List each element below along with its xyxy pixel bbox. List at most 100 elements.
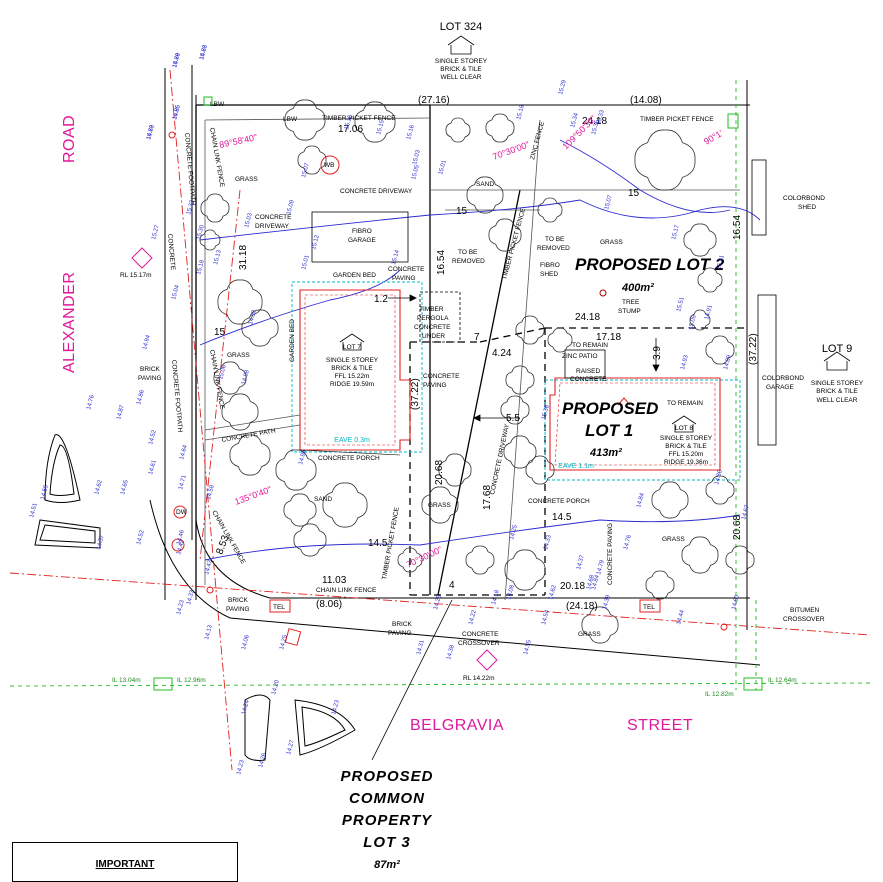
tree-canopy [537, 197, 563, 223]
label-sand: SAND [476, 181, 494, 188]
spot-level: 14.26 [258, 752, 268, 769]
dim-divider-17: 17.18 [596, 332, 621, 343]
dim-7: 7 [474, 332, 480, 343]
lot7-eave: EAVE 0.3m [334, 437, 370, 444]
tree-canopy [705, 475, 735, 505]
label-timber-pergola3: CONCRETE [414, 324, 451, 331]
lot8-l2: BRICK & TILE [665, 443, 707, 450]
tree-canopy [725, 545, 755, 575]
bearing-1: 89°58'40" [218, 132, 258, 150]
tree-canopy [697, 267, 723, 293]
dim-top-left: 17.06 [338, 124, 363, 135]
spot-level: 15.03 [412, 149, 422, 166]
dim-1-2: 1.2 [374, 294, 388, 305]
spot-level: 14.20 [271, 679, 281, 696]
tree-canopy [421, 486, 459, 524]
contour-15-b: 15 [628, 188, 640, 199]
dim-top-right: 24.18 [582, 116, 607, 127]
tree-canopy [438, 453, 472, 487]
label-sand2: SAND [314, 496, 332, 503]
important-note-box: IMPORTANT [12, 842, 238, 882]
spot-level: 15.16 [344, 114, 354, 131]
label-to-be-removed3: TO BE [545, 236, 565, 243]
label-to-be-removed1: TO BE [458, 249, 478, 256]
lot2-area: 400m² [621, 282, 654, 294]
lot7-l4: RIDGE 19.59m [330, 381, 374, 388]
spot-level: 15.29 [558, 79, 568, 96]
tree-canopy [705, 335, 735, 365]
spot-level: 14.86 [136, 389, 146, 406]
spot-level: 15.01 [301, 254, 311, 271]
tree-canopy [241, 309, 279, 347]
spot-level: 14.23 [176, 599, 186, 616]
dim-far-right: 16.54 [732, 215, 743, 240]
spot-level: 14.59 [206, 484, 216, 501]
tree-canopy [229, 434, 271, 476]
tree-canopy [284, 99, 326, 141]
label-dw: DW [176, 509, 188, 516]
lot9-line1: SINGLE STOREY [811, 380, 864, 387]
label-fibro-shed1: FIBRO [540, 262, 560, 269]
lot8-l1: SINGLE STOREY [660, 435, 713, 442]
contour-lines [199, 139, 761, 561]
traffic-islands [34, 434, 356, 761]
tree-canopy [651, 481, 689, 519]
tree-canopy [221, 393, 259, 431]
tree-canopy [505, 365, 535, 395]
label-tree-stump1: TREE [622, 299, 640, 306]
house-lot8-labels: LOT 8 SINGLE STOREY BRICK & TILE FFL 15.… [558, 425, 713, 470]
label-lbw1: LBW [210, 101, 225, 108]
contour-15-c: 15 [214, 327, 226, 338]
spot-level: 14.23 [331, 699, 341, 716]
label-grass2: GRASS [600, 239, 623, 246]
lot8-eave: EAVE 1.1m [558, 463, 594, 470]
tree-canopy [293, 523, 327, 557]
spot-level: 14.54 [541, 609, 551, 626]
spot-level: 14.96 [298, 449, 308, 466]
lot2-title: PROPOSED LOT 2 [575, 255, 725, 274]
contour-145-a: 14.5 [368, 538, 388, 549]
spot-level: 14.65 [172, 104, 182, 121]
spot-level: 14.38 [446, 644, 456, 661]
tree-canopy [525, 455, 555, 485]
lot7-tag: LOT 7 [343, 344, 361, 351]
tree-canopy [547, 327, 573, 353]
spot-level: 14.42 [176, 539, 186, 556]
dim-top-left-bracket: (27.16) [418, 95, 450, 106]
spot-level: 14.29 [433, 594, 443, 611]
spot-level: 14.43 [204, 559, 214, 576]
label-grass6: GRASS [578, 631, 601, 638]
tree-canopy [581, 606, 619, 644]
lot3-line4: LOT 3 [363, 834, 411, 851]
spot-level: 14.25 [509, 524, 519, 541]
lot324-line1: SINGLE STOREY [435, 58, 488, 65]
label-brick-paving3: BRICK [228, 597, 249, 604]
spot-level: 14.68 [586, 574, 596, 591]
lot3-area: 87m² [374, 859, 400, 871]
eave-outlines [291, 281, 741, 481]
spot-level: 15.32 [186, 199, 196, 216]
lot1-line1: PROPOSED [562, 399, 658, 418]
spot-level: 15.05 [411, 164, 421, 181]
label-colorbond-garage1: COLORBOND [762, 375, 804, 382]
spot-level: 14.62 [94, 479, 104, 496]
label-brick-paving2: PAVING [138, 375, 162, 382]
road-name-alexander: ALEXANDER [61, 272, 78, 373]
dim-far-right-bracket: (37.22) [748, 333, 759, 365]
tree-canopy [297, 145, 327, 175]
lot9-line3: WELL CLEAR [817, 397, 858, 404]
spot-level: 14.52 [136, 529, 146, 546]
dim-bottom-bracket: (24.18) [566, 601, 598, 612]
dimension-labels: (27.16) (14.08) 24.18 17.06 31.18 16.54 … [214, 95, 759, 612]
spot-level: 15.34 [570, 112, 580, 129]
tree-canopy [500, 395, 530, 425]
spot-level: 14.06 [241, 634, 251, 651]
spot-level: 15.78 [172, 52, 182, 69]
bearing-2: 70°30'00" [491, 139, 531, 162]
fence-lines [204, 117, 740, 601]
tree-canopy [354, 101, 396, 143]
spot-level: 14.76 [86, 394, 96, 411]
spot-level: 15.36 [541, 404, 551, 421]
spot-level: 14.98 [241, 369, 251, 386]
spot-level: 14.94 [142, 334, 152, 351]
